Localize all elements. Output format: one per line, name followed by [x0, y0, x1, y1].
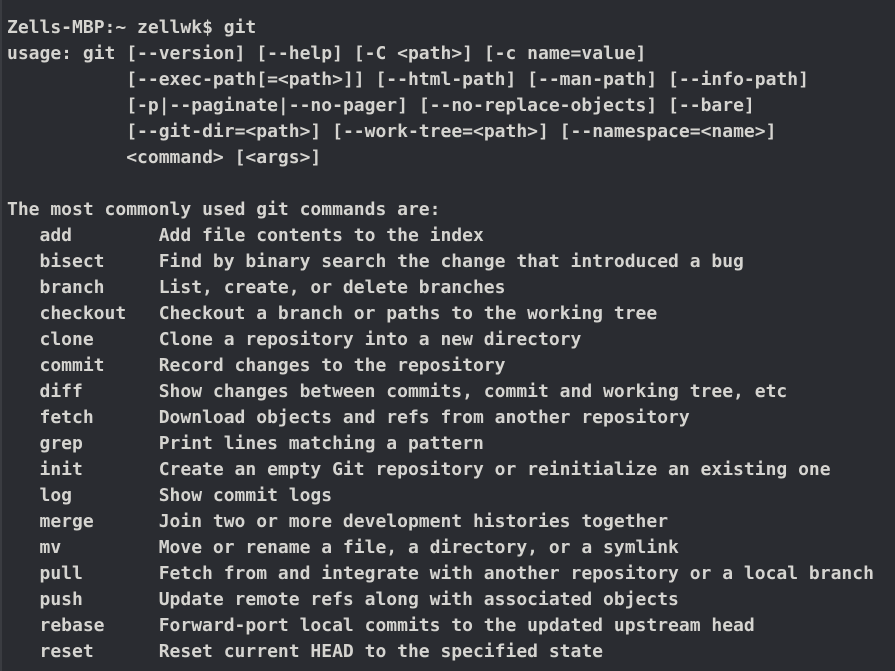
command-name: pull [39, 563, 83, 584]
command-name: log [39, 485, 73, 506]
command-name: commit [39, 355, 105, 376]
command-name: push [39, 589, 83, 610]
command-description: Join two or more development histories t… [158, 511, 669, 532]
command-description: Clone a repository into a new directory [158, 329, 582, 350]
command-description: Move or rename a file, a directory, or a… [158, 537, 679, 558]
prompt-line: Zells-MBP:~ zellwk$ git [7, 15, 895, 41]
command-description: Checkout a branch or paths to the workin… [158, 303, 658, 324]
command-row: log Show commit logs [7, 483, 895, 509]
command-name: mv [39, 537, 62, 558]
usage-line-5: <command> [<args>] [7, 147, 322, 168]
usage-line-2: [--exec-path[=<path>]] [--html-path] [--… [7, 69, 809, 90]
command-row: push Update remote refs along with associ… [7, 587, 895, 613]
blank-line [7, 171, 895, 197]
command-description: Print lines matching a pattern [158, 433, 484, 454]
command-description: Add file contents to the index [158, 225, 484, 246]
command-row: grep Print lines matching a pattern [7, 431, 895, 457]
command-name: init [39, 459, 83, 480]
command-row: rebase Forward-port local commits to the … [7, 613, 895, 639]
command-row: mv Move or rename a file, a directory, or… [7, 535, 895, 561]
command-description: Reset current HEAD to the specified stat… [158, 641, 604, 662]
command-description: Update remote refs along with associated… [158, 589, 679, 610]
command-row: checkout Checkout a branch or paths to th… [7, 301, 895, 327]
command-name: add [39, 225, 73, 246]
commands-list: add Add file contents to the index bisect… [7, 223, 895, 665]
command-description: Find by binary search the change that in… [158, 251, 744, 272]
command-name: clone [39, 329, 94, 350]
command-row: reset Reset current HEAD to the specified… [7, 639, 895, 665]
command-description: List, create, or delete branches [158, 277, 506, 298]
command-description: Download objects and refs from another r… [158, 407, 690, 428]
command-name: reset [39, 641, 94, 662]
command-row: pull Fetch from and integrate with anothe… [7, 561, 895, 587]
command-row: merge Join two or more development histor… [7, 509, 895, 535]
command-row: init Create an empty Git repository or re… [7, 457, 895, 483]
command-row: diff Show changes between commits, commit… [7, 379, 895, 405]
command-row: bisect Find by binary search the change t… [7, 249, 895, 275]
command-description: Create an empty Git repository or reinit… [158, 459, 831, 480]
shell-prompt: Zells-MBP:~ zellwk$ [7, 17, 224, 38]
command-name: checkout [39, 303, 127, 324]
command-description: Fetch from and integrate with another re… [158, 563, 874, 584]
command-name: diff [39, 381, 83, 402]
command-description: Show commit logs [158, 485, 333, 506]
command-name: grep [39, 433, 83, 454]
command-row: branch List, create, or delete branches [7, 275, 895, 301]
commands-header: The most commonly used git commands are: [7, 199, 441, 220]
command-name: rebase [39, 615, 105, 636]
command-row: commit Record changes to the repository [7, 353, 895, 379]
command-description: Show changes between commits, commit and… [158, 381, 788, 402]
command-description: Record changes to the repository [158, 355, 506, 376]
command-row: clone Clone a repository into a new direc… [7, 327, 895, 353]
command-name: bisect [39, 251, 105, 272]
command-name: merge [39, 511, 94, 532]
usage-line-4: [--git-dir=<path>] [--work-tree=<path>] … [7, 121, 777, 142]
command-row: fetch Download objects and refs from anot… [7, 405, 895, 431]
command-description: Forward-port local commits to the update… [158, 615, 755, 636]
usage-line-1: usage: git [--version] [--help] [-C <pat… [7, 43, 647, 64]
command-name: fetch [39, 407, 94, 428]
typed-command: git [223, 17, 257, 38]
command-name: branch [39, 277, 105, 298]
usage-line-3: [-p|--paginate|--no-pager] [--no-replace… [7, 95, 755, 116]
command-row: add Add file contents to the index [7, 223, 895, 249]
